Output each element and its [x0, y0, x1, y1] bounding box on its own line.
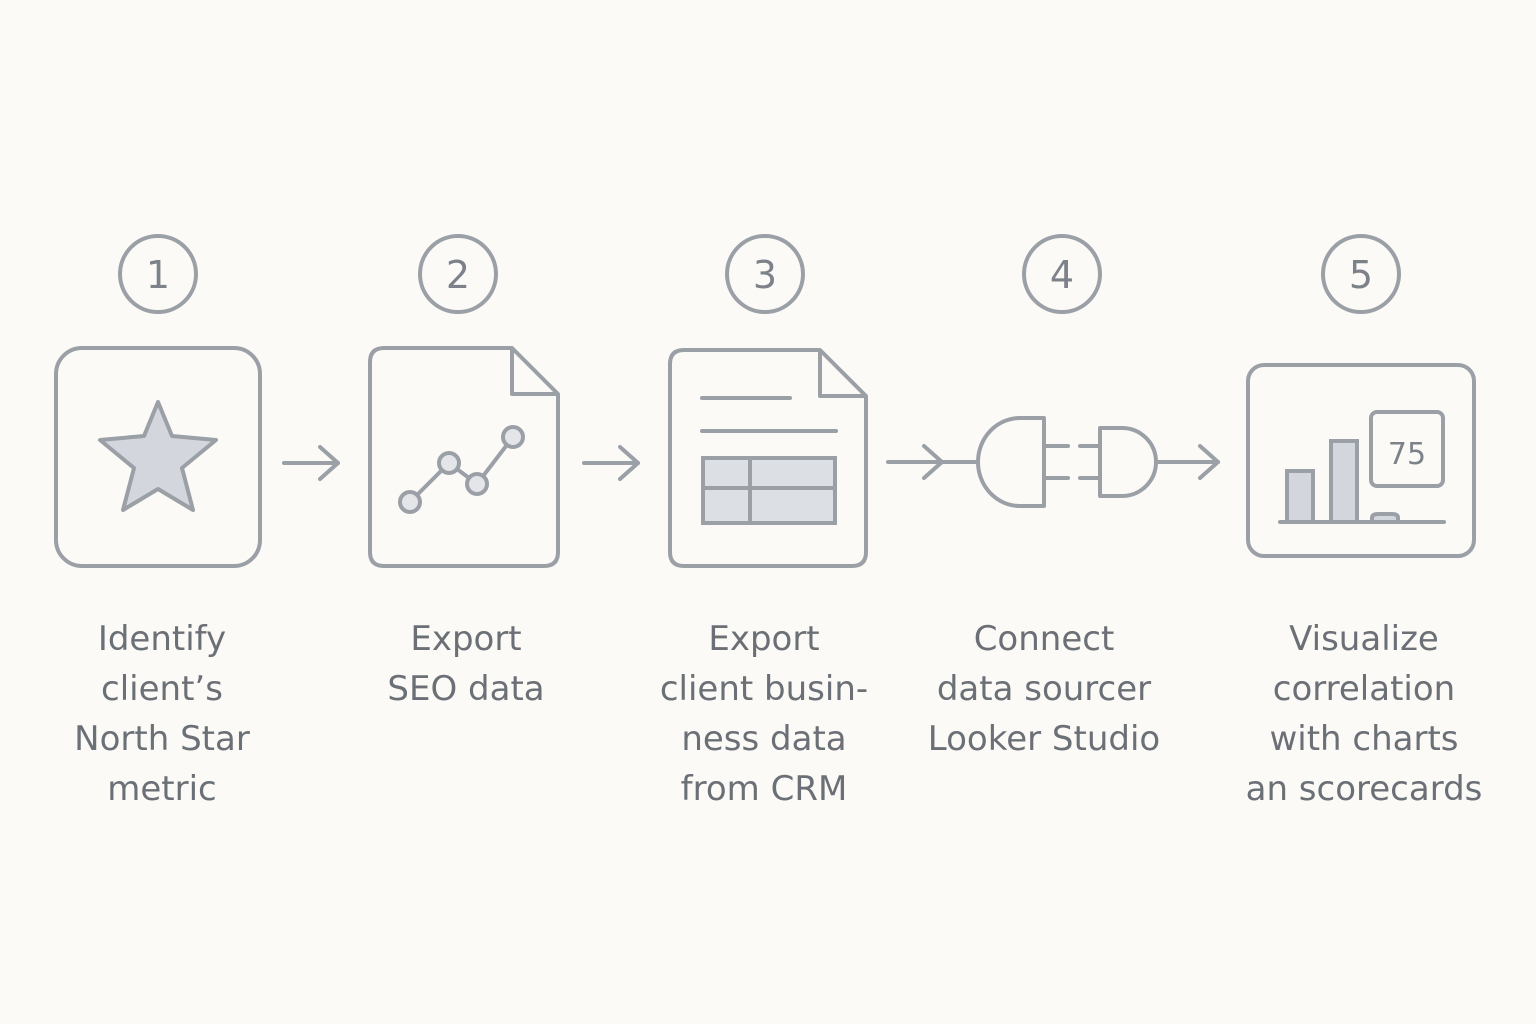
- line-chart-document-icon: [368, 346, 560, 568]
- step-1-label-line: North Star: [74, 719, 250, 759]
- step-4-label: Connect data sourcer Looker Studio: [928, 614, 1160, 764]
- step-3-label-line: client busin-: [659, 669, 869, 709]
- step-3-label-line: Export: [708, 619, 820, 659]
- step-5-label-line: correlation: [1272, 669, 1456, 709]
- arrow-right-icon: [282, 445, 340, 481]
- step-2-number-badge: 2: [418, 234, 498, 314]
- step-4-label-line: data sourcer: [936, 669, 1152, 709]
- step-5-label-line: Visualize: [1289, 619, 1439, 659]
- dashboard-chart-icon: 75: [1246, 363, 1476, 558]
- step-2-label-line: SEO data: [387, 669, 545, 709]
- step-5-label: Visualize correlation with charts an sco…: [1246, 614, 1483, 814]
- step-4-label-line: Connect: [973, 619, 1115, 659]
- step-3-label: Export client busin- ness data from CRM: [660, 614, 868, 814]
- step-4-label-line: Looker Studio: [927, 719, 1161, 759]
- step-3-label-line: from CRM: [680, 769, 848, 809]
- step-1-label: Identify client’s North Star metric: [74, 614, 250, 814]
- plug-connector-icon: [886, 416, 1220, 508]
- step-2-label: Export SEO data: [387, 614, 544, 714]
- step-2-label-line: Export: [410, 619, 522, 659]
- step-1-number: 1: [146, 253, 170, 297]
- step-5-number: 5: [1349, 253, 1373, 297]
- scorecard-value: 75: [1388, 437, 1426, 472]
- step-2-number: 2: [446, 253, 470, 297]
- step-5-label-line: an scorecards: [1245, 769, 1483, 809]
- star-icon: [54, 346, 262, 568]
- step-5-label-line: with charts: [1269, 719, 1459, 759]
- step-1-number-badge: 1: [118, 234, 198, 314]
- step-1-label-line: Identify: [97, 619, 227, 659]
- step-4-number-badge: 4: [1022, 234, 1102, 314]
- step-3-number-badge: 3: [725, 234, 805, 314]
- step-3-number: 3: [753, 253, 777, 297]
- step-4-number: 4: [1050, 253, 1074, 297]
- step-1-label-line: metric: [107, 769, 217, 809]
- arrow-right-icon: [582, 445, 640, 481]
- step-3-label-line: ness data: [681, 719, 847, 759]
- table-document-icon: [668, 348, 868, 568]
- step-1-label-line: client’s: [101, 669, 223, 709]
- step-5-number-badge: 5: [1321, 234, 1401, 314]
